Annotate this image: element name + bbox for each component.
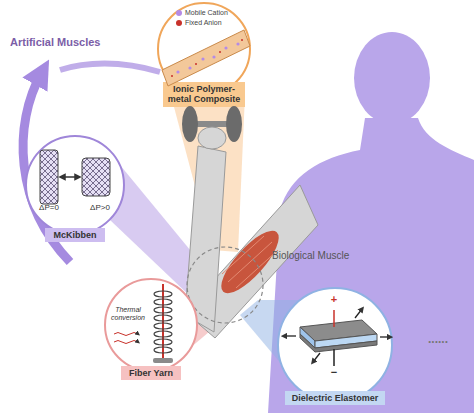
name-tag: McKibben — [45, 228, 105, 242]
legend-text: Fixed Anion — [185, 19, 222, 26]
dumbbell-bar — [186, 121, 238, 127]
name-tag: Fiber Yarn — [121, 366, 181, 380]
dumbbell-disc — [182, 106, 198, 142]
name-tag: Dielectric Elastomer — [285, 391, 385, 405]
human-body — [268, 118, 474, 413]
legend-entry: Mobile Cation — [176, 9, 228, 16]
dashed-circle — [187, 247, 263, 323]
inline-label: ΔP=0 — [29, 203, 69, 212]
human-head — [354, 32, 430, 124]
inline-label: Thermal conversion — [106, 306, 150, 322]
orange-wedge — [170, 92, 245, 252]
illustration-circle: ΔP=0ΔP>0McKibben — [25, 135, 125, 235]
inline-label: + — [327, 293, 341, 306]
illustration-circle: + − Dielectric Elastomer — [277, 287, 393, 403]
dumbbell-disc — [226, 106, 242, 142]
fist — [198, 127, 226, 149]
legend-entry: Fixed Anion — [176, 19, 222, 26]
illustration-circle: Thermal conversionFiber Yarn — [104, 278, 198, 372]
name-tag: Ionic Polymer-metal Composite — [163, 82, 245, 107]
muscle-fibres — [222, 236, 278, 288]
section-heading: Artificial Muscles — [10, 36, 100, 48]
curved-band — [60, 64, 160, 73]
inline-label: − — [327, 366, 341, 379]
illustration-circle: Ionic Polymer-metal Composite — [157, 2, 251, 96]
part-label: Biological Muscle — [272, 250, 349, 261]
inline-label: ΔP>0 — [79, 203, 121, 212]
legend-text: Mobile Cation — [185, 9, 228, 16]
legend-swatch — [176, 20, 182, 26]
legend-swatch — [176, 10, 182, 16]
biceps-muscle — [213, 223, 287, 301]
ellipsis-mark: ...... — [428, 332, 448, 346]
